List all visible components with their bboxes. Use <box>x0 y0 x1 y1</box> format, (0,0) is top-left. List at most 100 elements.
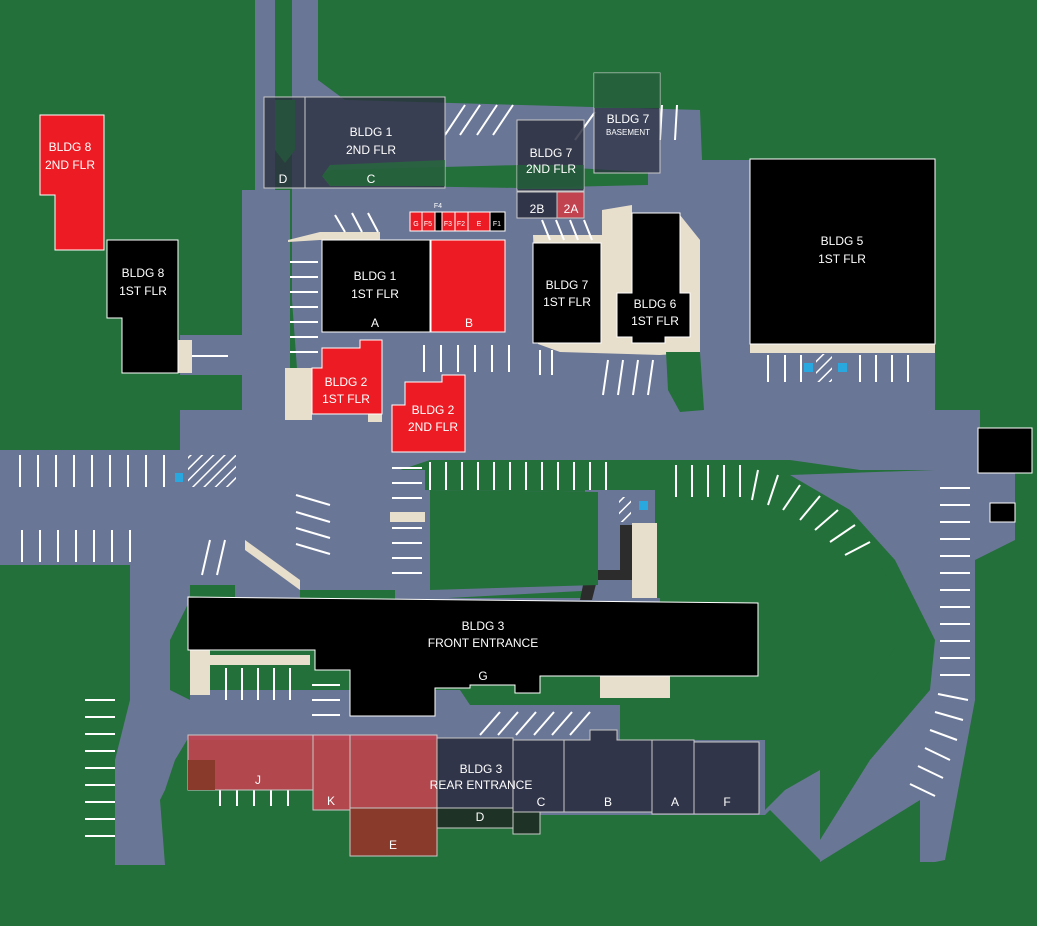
bldg8-1st-floor[interactable] <box>106 239 179 374</box>
accessible-parking-icon <box>838 363 847 372</box>
rear-unit-k[interactable] <box>312 734 351 811</box>
bldg1-1st-floor-unit-a[interactable] <box>321 239 431 333</box>
sidewalk-central <box>390 512 425 522</box>
grass-island-bldg1-c <box>322 160 445 186</box>
sidewalk-bldg3-west-walk <box>210 655 310 665</box>
accessible-parking-icon <box>639 501 648 510</box>
bldg7-2nd-floor-label-line2: 2ND FLR <box>526 162 576 176</box>
sidewalk-diagonal <box>245 540 300 590</box>
bldg1-1st-floor-label-line1: BLDG 1 <box>354 269 397 283</box>
bldg1-1st-floor-label-line2: 1ST FLR <box>351 287 399 301</box>
bldg6-1st-floor-label-line1: BLDG 6 <box>634 297 677 311</box>
bldg7-basement-label-line2: BASEMENT <box>606 128 650 137</box>
unit-f4-label: F4 <box>434 203 442 210</box>
bldg7-unit-2a[interactable] <box>556 191 585 219</box>
bldg8-1st-floor-label-line1: BLDG 8 <box>122 266 165 280</box>
grass-island-bldg1-d-overlay <box>275 100 295 163</box>
rear-unit-b[interactable] <box>563 729 653 813</box>
bldg7-2nd-floor-label-line1: BLDG 7 <box>530 146 573 160</box>
bldg7-unit-2b[interactable] <box>516 191 558 219</box>
rear-unit-a[interactable] <box>651 739 695 815</box>
sidewalk-bldg5 <box>750 343 935 353</box>
no-parking-hatch-bldg5 <box>816 354 832 382</box>
rear-unit-k-label: K <box>327 794 335 808</box>
bldg8-2nd-floor[interactable] <box>39 114 105 251</box>
rear-unit-c[interactable] <box>512 739 565 813</box>
unit-g-label: G <box>413 221 418 228</box>
sidewalk-spine <box>632 523 657 598</box>
bldg7-1st-floor-label-line2: 1ST FLR <box>543 295 591 309</box>
bldg3-front-entrance-label-line1: BLDG 3 <box>462 619 505 633</box>
grass-island-east <box>660 495 900 740</box>
no-parking-hatch-central <box>619 497 631 522</box>
bldg8-2nd-floor-label-line2: 2ND FLR <box>45 158 95 172</box>
bldg1-2nd-floor-label-line2: 2ND FLR <box>346 143 396 157</box>
bldg1-unit-c-label: C <box>367 172 376 186</box>
accessible-parking-icon <box>804 363 813 372</box>
unit-f3-label: F3 <box>444 221 452 228</box>
bldg3-rear-units <box>187 729 760 857</box>
no-parking-hatch-west <box>188 455 236 487</box>
rear-unit-j-dark <box>188 760 215 790</box>
rear-unit-j-label: J <box>255 773 261 787</box>
rear-unit-e-label: E <box>389 838 397 852</box>
bldg1-1st-floor-unit-b[interactable] <box>430 239 506 333</box>
accessible-parking-icon <box>175 473 183 482</box>
bldg7-unit-2a-label: 2A <box>564 202 579 216</box>
grass-island-bldg6 <box>666 352 704 412</box>
unit-f1-label: F1 <box>493 221 501 228</box>
bldg3-front-entrance-label-line2: FRONT ENTRANCE <box>428 636 538 650</box>
rear-unit-c-lower <box>512 811 541 835</box>
rear-unit-e[interactable] <box>349 734 438 809</box>
unit-f2-label: F2 <box>457 221 465 228</box>
rear-unit-f-label: F <box>723 795 730 809</box>
bldg8-1st-floor-label-line2: 1ST FLR <box>119 284 167 298</box>
bldg3-front-entrance[interactable] <box>187 596 759 717</box>
grass-island-south <box>470 685 595 705</box>
lot-east-bldg5 <box>750 345 935 430</box>
accessible-parking-markers <box>175 363 847 510</box>
bldg1-unit-b-label: B <box>465 316 473 330</box>
bldg7-basement-grass <box>594 73 660 108</box>
rear-unit-e-lower <box>349 807 438 857</box>
bldg2-1st-floor-label-line2: 1ST FLR <box>322 392 370 406</box>
rear-unit-a-label: A <box>671 795 679 809</box>
sidewalk-bldg3-west <box>190 650 210 695</box>
east-outbuilding-small[interactable] <box>989 502 1016 523</box>
rear-unit-d-label: D <box>476 810 485 824</box>
rear-unit-c-label: C <box>537 795 546 809</box>
bldg3-rear-entrance-label-line1: BLDG 3 <box>460 762 503 776</box>
road-middle <box>180 410 980 590</box>
bldg5-1st-floor-label-line2: 1ST FLR <box>818 252 866 266</box>
bldg1-small-units: G F5 F4 F3 F2 E F1 <box>409 203 506 232</box>
unit-e-label: E <box>477 221 482 228</box>
parking-stalls <box>19 104 970 837</box>
bldg1-unit-a-label: A <box>371 316 379 330</box>
bldg2-1st-floor-label-line1: BLDG 2 <box>325 375 368 389</box>
bldg1-2nd-floor-label-line1: BLDG 1 <box>350 125 393 139</box>
bldg2-2nd-floor-label-line2: 2ND FLR <box>408 420 458 434</box>
east-outbuilding-large[interactable] <box>977 427 1033 474</box>
unit-f5-label: F5 <box>424 221 432 228</box>
bldg7-1st-floor-label-line1: BLDG 7 <box>546 278 589 292</box>
bldg7-1st-floor[interactable] <box>532 242 602 344</box>
bldg6-1st-floor-label-line2: 1ST FLR <box>631 314 679 328</box>
bldg2-1st-floor[interactable] <box>311 339 383 415</box>
grass-island-central <box>430 490 598 590</box>
bldg8-2nd-floor-label-line1: BLDG 8 <box>49 140 92 154</box>
bldg6-1st-floor[interactable] <box>616 212 691 344</box>
bldg7-unit-2b-label: 2B <box>530 202 545 216</box>
sidewalk-bldg8 <box>175 340 192 373</box>
bldg2-2nd-floor[interactable] <box>391 374 466 453</box>
sidewalk-bldg2 <box>285 368 312 420</box>
bldg5-1st-floor[interactable] <box>749 158 936 345</box>
bldg7-basement-label-line1: BLDG 7 <box>607 112 650 126</box>
unit-f1[interactable] <box>489 211 506 232</box>
bldg5-1st-floor-label-line1: BLDG 5 <box>821 234 864 248</box>
rear-unit-f[interactable] <box>693 741 760 815</box>
bldg2-2nd-floor-label-line1: BLDG 2 <box>412 403 455 417</box>
bldg3-rear-entrance-label-line2: REAR ENTRANCE <box>430 778 533 792</box>
unit-f4[interactable] <box>434 211 443 232</box>
bldg1-unit-d-label: D <box>279 172 288 186</box>
